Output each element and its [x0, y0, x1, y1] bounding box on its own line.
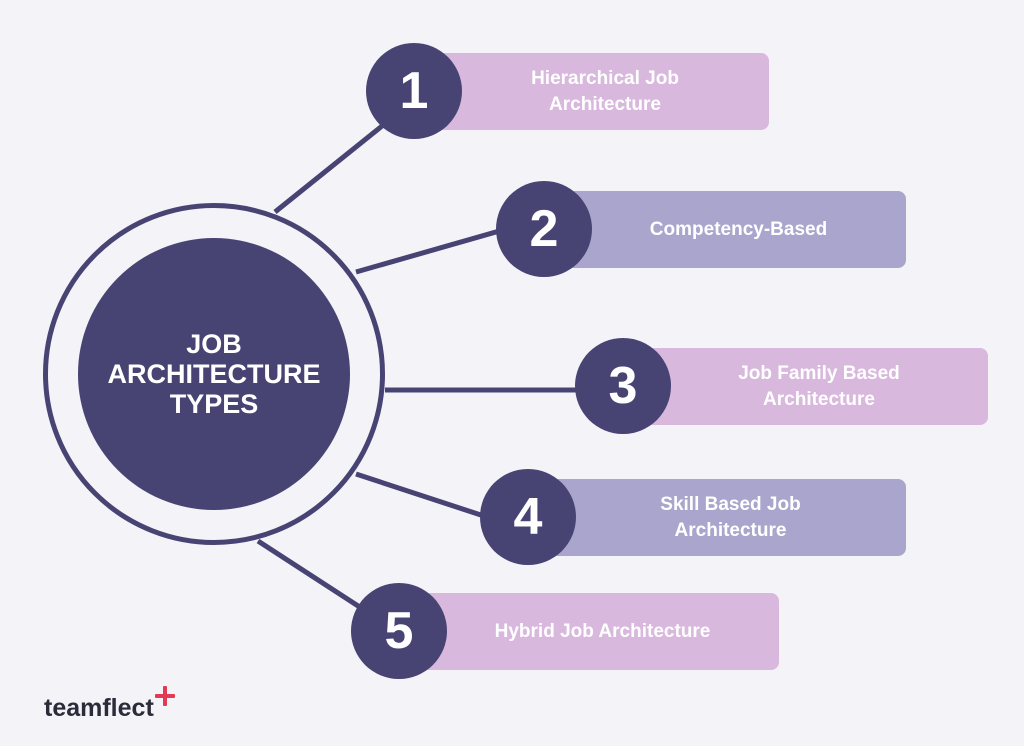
item-label-2: Competency-Based	[649, 218, 828, 240]
item-number-badge-5: 5	[351, 583, 447, 679]
item-label-3: Job Family Based Architecture	[738, 362, 900, 410]
center-circle: JOB ARCHITECTURE TYPES	[78, 238, 350, 510]
item-number-badge-1: 1	[366, 43, 462, 139]
item-box-4: Skill Based Job Architecture	[529, 479, 906, 556]
item-box-3: Job Family Based Architecture	[624, 348, 988, 425]
item-label-4: Skill Based Job Architecture	[660, 493, 801, 541]
connector-line-2	[355, 225, 511, 275]
logo-text: teamflect	[44, 694, 154, 722]
center-title: JOB ARCHITECTURE TYPES	[107, 329, 321, 419]
item-box-5: Hybrid Job Architecture	[400, 593, 779, 670]
item-label-1: Hierarchical Job Architecture	[531, 67, 679, 115]
item-number-badge-4: 4	[480, 469, 576, 565]
item-number-badge-3: 3	[575, 338, 671, 434]
plus-icon	[154, 686, 175, 708]
connector-line-1	[273, 116, 394, 214]
item-box-2: Competency-Based	[545, 191, 906, 268]
item-label-5: Hybrid Job Architecture	[494, 620, 711, 642]
connector-line-5	[256, 538, 374, 618]
teamflect-logo: teamflect	[44, 686, 175, 722]
item-number-badge-2: 2	[496, 181, 592, 277]
connector-line-4	[355, 471, 491, 521]
item-box-1: Hierarchical Job Architecture	[415, 53, 769, 130]
